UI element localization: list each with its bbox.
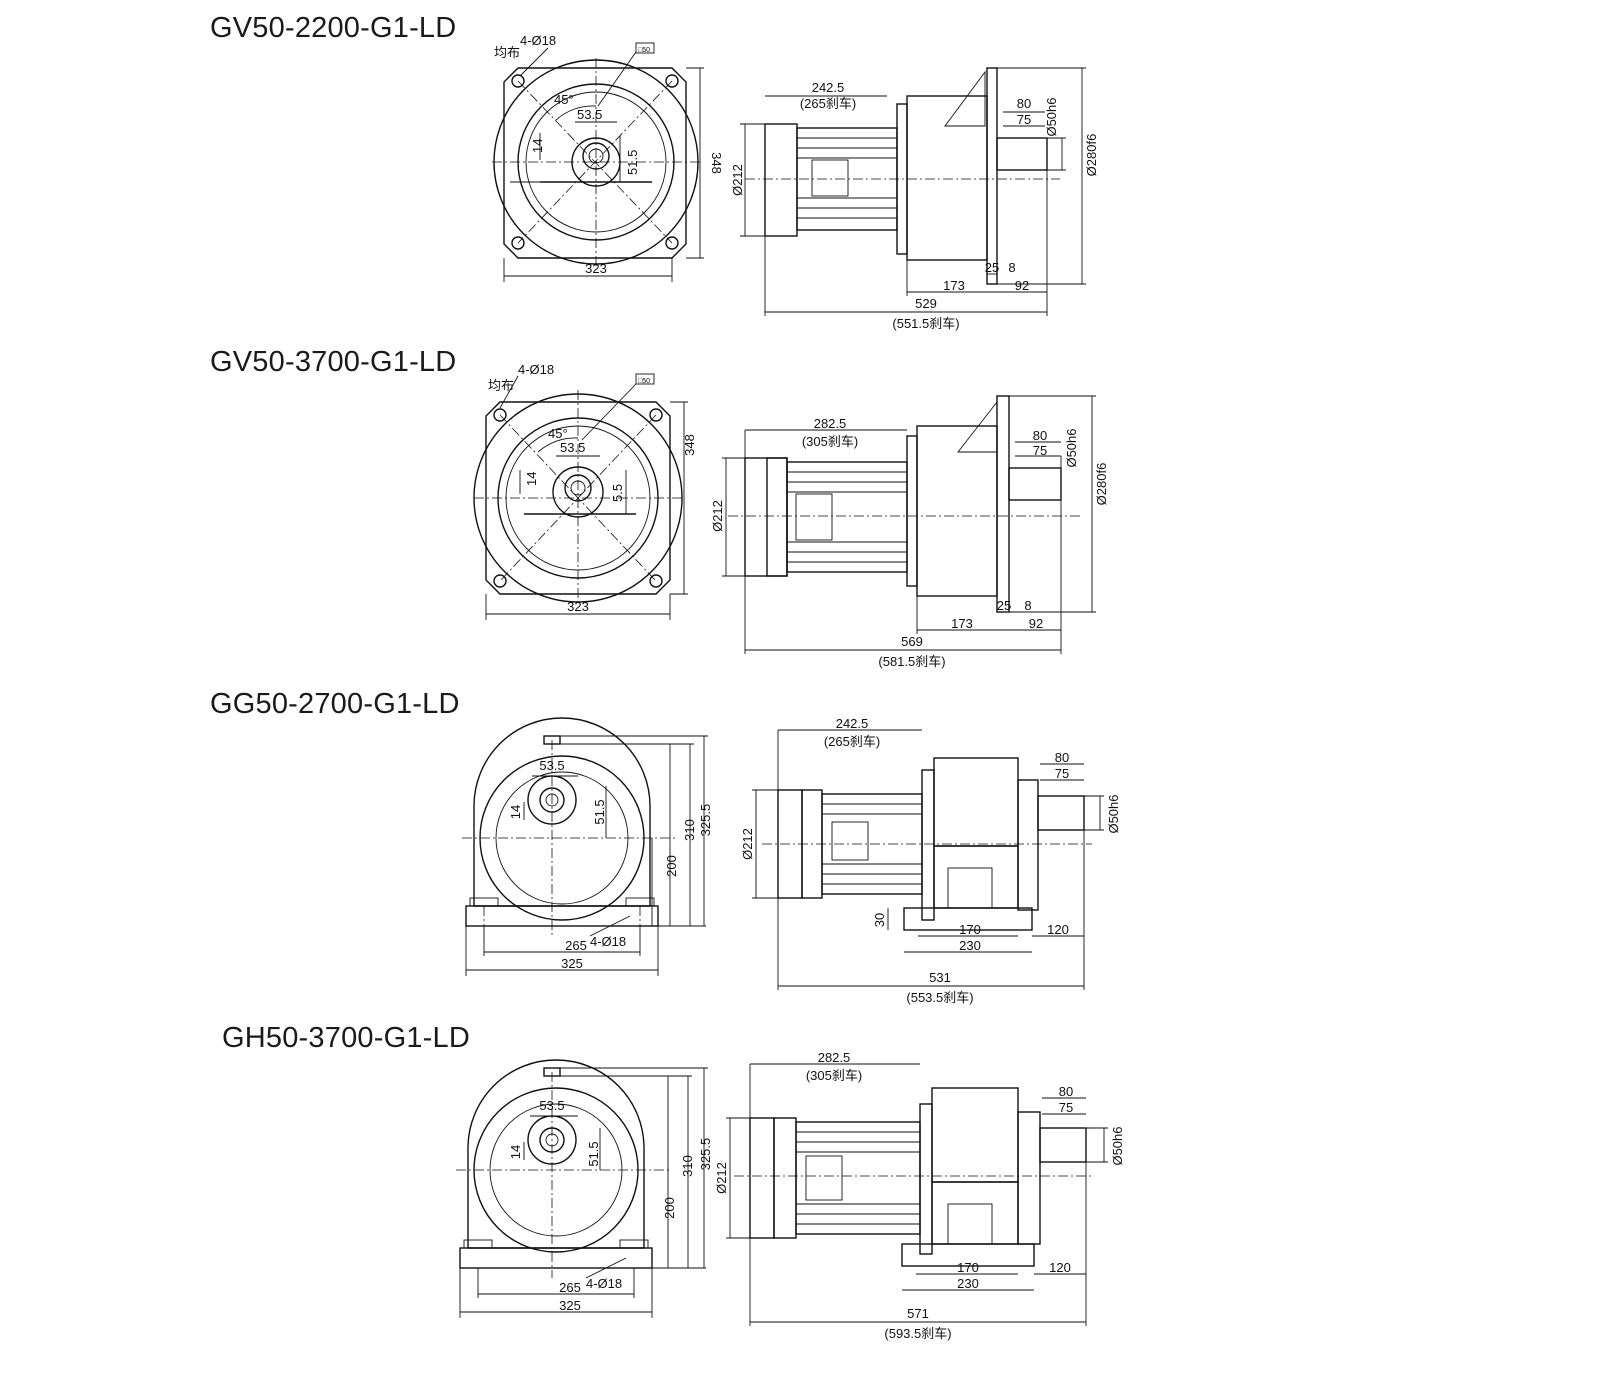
dim-text: 230: [957, 1276, 979, 1291]
dim-text: 242.5: [836, 716, 869, 731]
dim-text: 265: [559, 1280, 581, 1295]
dim-text: Ø280f6: [1094, 463, 1109, 506]
dim-text: 265: [565, 938, 587, 953]
dim-text: Ø212: [730, 164, 745, 196]
dim-text: 4-Ø18: [586, 1276, 622, 1291]
dim-text: 120: [1049, 1260, 1071, 1275]
gv3700-front-view: [473, 373, 688, 620]
dim-text: 531: [929, 970, 951, 985]
dim-text: 200: [662, 1197, 677, 1219]
dim-text: (265刹车): [824, 734, 880, 749]
dim-text: 53.5: [539, 758, 564, 773]
dim-text: 51.5: [625, 150, 640, 175]
dim-text: 80: [1059, 1084, 1073, 1099]
dim-text: 170: [959, 922, 981, 937]
dim-text: (553.5刹车): [906, 990, 973, 1005]
dim-text: 325.5: [698, 1138, 713, 1171]
dim-text: 170: [957, 1260, 979, 1275]
dim-text: 282.5: [818, 1050, 851, 1065]
dim-text: 53.5: [577, 107, 602, 122]
dim-text: 4-Ø18: [520, 33, 556, 48]
gh3700-front-view: [456, 1059, 708, 1318]
dim-text: 323: [567, 599, 589, 614]
dim-text: 120: [1047, 922, 1069, 937]
dim-text: Ø50h6: [1044, 97, 1059, 136]
dim-text: (265刹车): [800, 96, 856, 111]
dim-text: 282.5: [814, 416, 847, 431]
dim-text: 14: [530, 139, 545, 153]
dim-text: Ø50h6: [1106, 794, 1121, 833]
dim-text: 45°: [554, 92, 574, 107]
dim-text: 80: [1055, 750, 1069, 765]
dim-text: 25: [997, 598, 1011, 613]
dim-text: (551.5刹车): [892, 316, 959, 331]
dim-text: 310: [680, 1155, 695, 1177]
dim-text: Ø212: [714, 1162, 729, 1194]
dim-text: 53.5: [560, 440, 585, 455]
dim-text: 173: [951, 616, 973, 631]
dim-text: 325: [559, 1298, 581, 1313]
dim-text: 75: [1059, 1100, 1073, 1115]
dim-text: 4-Ø18: [518, 362, 554, 377]
dim-text: 348: [709, 152, 724, 174]
dim-text: 80: [1017, 96, 1031, 111]
dim-text: 571: [907, 1306, 929, 1321]
dim-text: 348: [682, 434, 697, 456]
dim-text: 25: [985, 260, 999, 275]
dim-text: 14: [508, 805, 523, 819]
dim-text: 242.5: [812, 80, 845, 95]
dim-text: 51.5: [592, 799, 607, 824]
dim-text: (305刹车): [802, 434, 858, 449]
dim-text: □50: [638, 378, 650, 385]
gh3700-side-view: [726, 1063, 1108, 1326]
dim-text: 230: [959, 938, 981, 953]
dim-text: □50: [638, 47, 650, 54]
dim-text: 8: [1024, 598, 1031, 613]
dim-text: 92: [1029, 616, 1043, 631]
dim-text: 14: [524, 472, 539, 486]
gv3700-side-view: [722, 395, 1096, 654]
gv2200-front-view: [492, 42, 704, 282]
dim-text: 均布: [488, 378, 514, 393]
dim-text: 5.5: [610, 484, 625, 502]
dim-text: 323: [585, 261, 607, 276]
model-title-2: GV50-3700-G1-LD: [210, 346, 457, 378]
dim-text: 53.5: [539, 1098, 564, 1113]
dim-text: 310: [682, 819, 697, 841]
model-title-3: GG50-2700-G1-LD: [210, 688, 460, 720]
dim-text: Ø212: [740, 828, 755, 860]
dim-text: 75: [1033, 443, 1047, 458]
dim-text: (305刹车): [806, 1068, 862, 1083]
dim-text: 75: [1017, 112, 1031, 127]
dim-text: 4-Ø18: [590, 934, 626, 949]
model-title-4: GH50-3700-G1-LD: [222, 1022, 470, 1054]
gg2700-front-view: [462, 717, 708, 976]
dim-text: 14: [508, 1145, 523, 1159]
dim-text: 173: [943, 278, 965, 293]
dim-text: Ø280f6: [1084, 134, 1099, 177]
dim-text: 45°: [548, 426, 568, 441]
dim-text: 8: [1008, 260, 1015, 275]
dim-text: 569: [901, 634, 923, 649]
dim-text: 80: [1033, 428, 1047, 443]
dim-text: Ø50h6: [1110, 1126, 1125, 1165]
dim-text: Ø50h6: [1064, 428, 1079, 467]
dim-text: 529: [915, 296, 937, 311]
dim-text: Ø212: [710, 500, 725, 532]
dim-text: 均布: [494, 45, 520, 60]
dim-text: 200: [664, 855, 679, 877]
dim-text: 325.5: [698, 804, 713, 837]
dim-text: 51.5: [586, 1141, 601, 1166]
gv2200-side-view: [740, 67, 1086, 316]
dim-text: 92: [1015, 278, 1029, 293]
model-title-1: GV50-2200-G1-LD: [210, 12, 457, 44]
dim-text: (581.5刹车): [878, 654, 945, 669]
dim-text: 30: [872, 913, 887, 927]
dim-text: 75: [1055, 766, 1069, 781]
dim-text: 325: [561, 956, 583, 971]
gg2700-side-view: [752, 729, 1104, 990]
dim-text: (593.5刹车): [884, 1326, 951, 1341]
